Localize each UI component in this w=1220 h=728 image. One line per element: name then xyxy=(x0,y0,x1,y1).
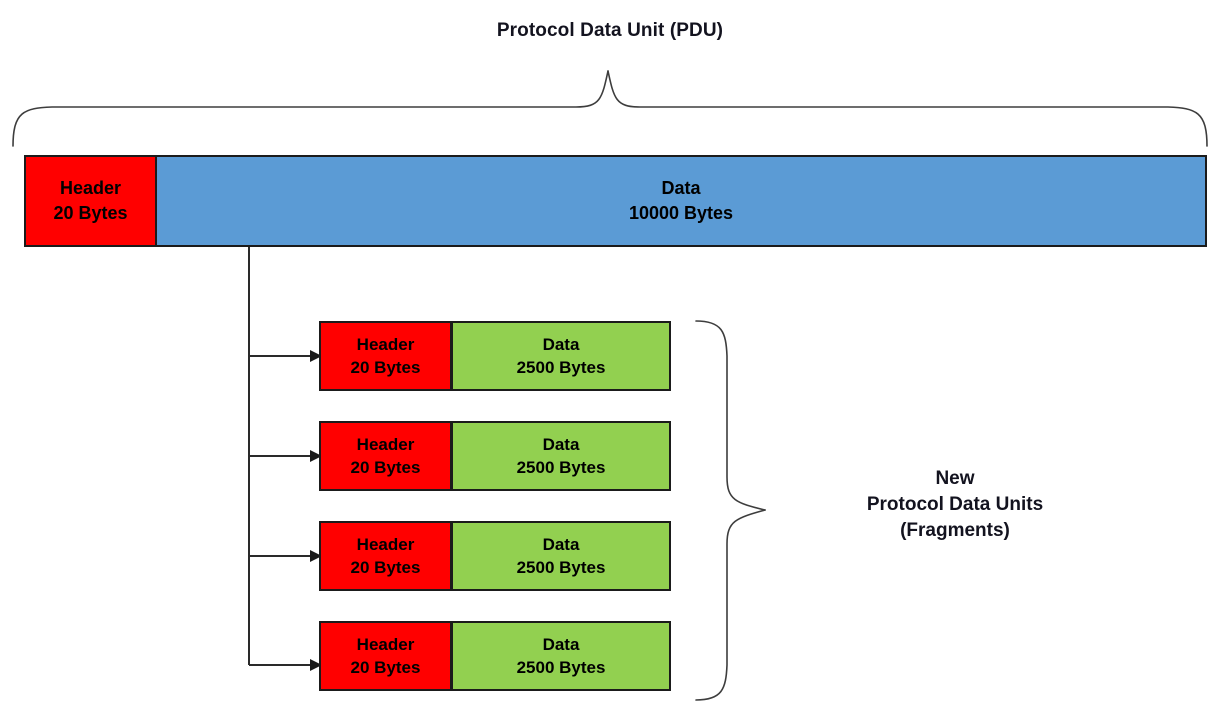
fragment-data-segment: Data 2500 Bytes xyxy=(453,523,669,589)
fragment-header-name: Header xyxy=(356,635,415,654)
fragment-header-size: 20 Bytes xyxy=(350,358,421,377)
fragment-header-name: Header xyxy=(356,535,415,554)
fragment-row: Header 20 Bytes Data 2500 Bytes xyxy=(319,521,671,591)
fragment-header-segment: Header 20 Bytes xyxy=(321,523,453,589)
fragment-row: Header 20 Bytes Data 2500 Bytes xyxy=(319,421,671,491)
fragment-row: Header 20 Bytes Data 2500 Bytes xyxy=(319,321,671,391)
fragment-row: Header 20 Bytes Data 2500 Bytes xyxy=(319,621,671,691)
fragment-header-segment: Header 20 Bytes xyxy=(321,623,453,689)
fragment-header-name: Header xyxy=(356,335,415,354)
fragments-label-line-1: New xyxy=(935,468,975,489)
fragment-data-size: 2500 Bytes xyxy=(516,458,606,477)
fragment-header-segment: Header 20 Bytes xyxy=(321,323,453,389)
pdu-data-segment: Data 10000 Bytes xyxy=(157,157,1205,245)
fragment-header-segment: Header 20 Bytes xyxy=(321,423,453,489)
original-pdu-bar: Header 20 Bytes Data 10000 Bytes xyxy=(24,155,1207,247)
pdu-data-name: Data xyxy=(661,178,701,198)
top-curly-brace xyxy=(12,70,1208,147)
fragment-data-name: Data xyxy=(542,535,580,554)
fragments-label-line-3: (Fragments) xyxy=(900,520,1010,541)
fragment-data-size: 2500 Bytes xyxy=(516,558,606,577)
fragment-data-segment: Data 2500 Bytes xyxy=(453,323,669,389)
pdu-header-size: 20 Bytes xyxy=(53,203,128,223)
fragment-header-size: 20 Bytes xyxy=(350,558,421,577)
fragment-header-size: 20 Bytes xyxy=(350,458,421,477)
fragment-header-name: Header xyxy=(356,435,415,454)
fragment-data-name: Data xyxy=(542,635,580,654)
fragment-header-size: 20 Bytes xyxy=(350,658,421,677)
fragment-data-segment: Data 2500 Bytes xyxy=(453,423,669,489)
fragments-label-line-2: Protocol Data Units xyxy=(866,494,1044,515)
pdu-header-segment: Header 20 Bytes xyxy=(26,157,157,245)
fragments-label: New Protocol Data Units (Fragments) xyxy=(790,466,1120,544)
fragment-data-size: 2500 Bytes xyxy=(516,358,606,377)
fragment-data-name: Data xyxy=(542,335,580,354)
fragmentation-connector-lines xyxy=(248,247,322,671)
fragment-data-size: 2500 Bytes xyxy=(516,658,606,677)
right-curly-brace xyxy=(695,320,766,701)
pdu-header-name: Header xyxy=(59,178,122,198)
fragment-data-segment: Data 2500 Bytes xyxy=(453,623,669,689)
fragment-data-name: Data xyxy=(542,435,580,454)
pdu-data-size: 10000 Bytes xyxy=(628,203,734,223)
page-title: Protocol Data Unit (PDU) xyxy=(496,20,724,41)
